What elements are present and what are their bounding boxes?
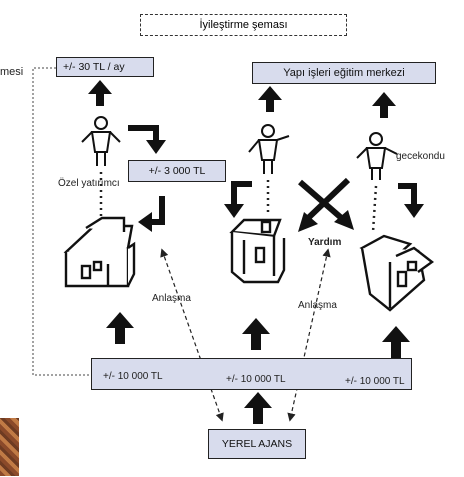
person-middle-icon bbox=[248, 124, 290, 174]
up-arrow-icon bbox=[258, 86, 282, 112]
payment-box: +/- 3 000 TL bbox=[128, 160, 226, 182]
help-label: Yardım bbox=[308, 237, 342, 248]
funding-bar bbox=[91, 358, 412, 390]
dotted-links bbox=[99, 172, 378, 233]
agreement-label-right: Anlaşma bbox=[298, 300, 337, 311]
arrow-head-icon bbox=[224, 204, 244, 218]
agreement-arrow-right bbox=[287, 248, 331, 422]
funding-amount-1: +/- 10 000 TL bbox=[103, 371, 163, 382]
up-arrow-icon bbox=[372, 92, 396, 118]
up-arrow-icon bbox=[244, 392, 272, 424]
gecekondu-label: gecekondu bbox=[396, 151, 445, 162]
bent-arrow-icon bbox=[128, 125, 159, 144]
funding-amount-3: +/- 10 000 TL bbox=[345, 376, 405, 387]
up-arrow-icon bbox=[382, 326, 410, 358]
training-center-box: Yapı işleri eğitim merkezi bbox=[252, 62, 436, 84]
arrow-head-icon bbox=[146, 140, 166, 154]
arrow-head-icon bbox=[298, 212, 318, 232]
dotted-connector bbox=[32, 67, 92, 376]
arrow-head-icon bbox=[404, 204, 424, 218]
person-gecekondu-icon bbox=[356, 132, 398, 180]
arrow-head-icon bbox=[138, 212, 152, 232]
local-agency-box: YEREL AJANS bbox=[208, 429, 306, 459]
house-right-icon bbox=[359, 234, 435, 312]
up-arrow-icon bbox=[242, 318, 270, 350]
arrow-head-icon bbox=[334, 210, 354, 230]
bent-arrow-icon bbox=[398, 183, 417, 208]
up-arrow-icon bbox=[106, 312, 134, 344]
diagram-title: İyileştirme şeması bbox=[140, 14, 347, 36]
house-left-icon bbox=[63, 216, 136, 288]
cross-arrows-icon bbox=[298, 177, 351, 225]
person-investor-icon bbox=[81, 116, 121, 166]
rent-box: +/- 30 TL / ay bbox=[56, 57, 154, 77]
house-middle-icon bbox=[229, 218, 286, 284]
investor-label: Özel yatırımcı bbox=[58, 178, 120, 189]
cropped-left-text: mesi bbox=[0, 66, 24, 78]
agreement-arrow-left bbox=[160, 248, 224, 422]
bent-arrow-icon bbox=[231, 181, 252, 208]
up-arrow-icon bbox=[88, 80, 112, 106]
stone-texture-thumbnail bbox=[0, 418, 19, 476]
agreement-label-left: Anlaşma bbox=[152, 293, 191, 304]
bent-arrow-icon bbox=[148, 196, 165, 225]
funding-amount-2: +/- 10 000 TL bbox=[226, 374, 286, 385]
